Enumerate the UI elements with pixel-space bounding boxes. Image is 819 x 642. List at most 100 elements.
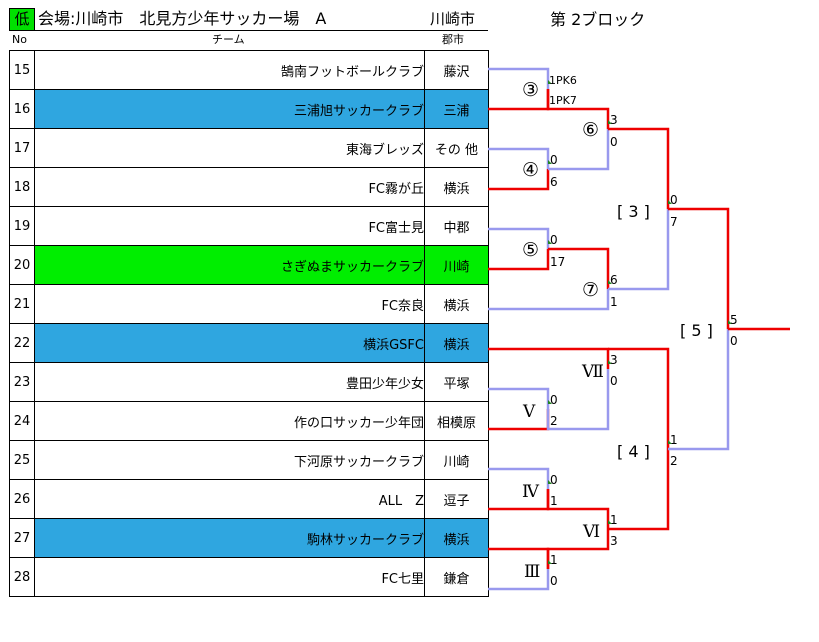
line-mVII-out <box>608 347 670 449</box>
column-header-city: 郡市 <box>442 33 464 46</box>
line-m4-out <box>548 129 610 171</box>
match-3-label: ③ <box>522 79 539 101</box>
match-IV-label: Ⅳ <box>522 482 540 502</box>
score-m7-top: 6 <box>610 273 618 287</box>
line-team20 <box>488 249 550 271</box>
score-m4-top: 0 <box>550 153 558 167</box>
score-mVI-top: 1 <box>610 513 618 527</box>
final-5-label: [ 5 ] <box>680 321 713 340</box>
line-m7-out <box>608 209 670 291</box>
mark-b5 <box>728 320 732 324</box>
mark-b3 <box>668 200 672 204</box>
category-badge: 低 <box>9 8 35 31</box>
score-mV-bottom: 2 <box>550 414 558 428</box>
team-name: FC富士見 <box>34 206 425 246</box>
mark-m3 <box>548 80 552 84</box>
score-b4-bottom: 2 <box>670 454 678 468</box>
team-name: ALL Z <box>34 479 425 519</box>
match-VI-label: Ⅵ <box>582 522 600 542</box>
team-name: さぎぬまサッカークラブ <box>34 245 425 285</box>
score-m7-bottom: 1 <box>610 295 618 309</box>
score-m3-bottom: 1PK7 <box>549 94 577 107</box>
line-team28 <box>488 569 550 591</box>
line-team18 <box>488 169 550 191</box>
mark-mVI <box>608 520 612 524</box>
team-name: FC七里 <box>34 557 425 597</box>
score-mVII-bottom: 0 <box>610 374 618 388</box>
venue-title: 会場:川崎市 北見方少年サッカー場 A <box>38 9 327 28</box>
line-m6-out <box>608 127 670 209</box>
score-mV-top: 0 <box>550 393 558 407</box>
score-mVII-top: 3 <box>610 353 618 367</box>
team-name: 東海ブレッズ <box>34 128 425 168</box>
team-city: 横浜 <box>424 167 489 207</box>
semi-3-label: [ 3 ] <box>617 202 650 221</box>
match-6-label: ⑥ <box>582 119 599 141</box>
score-m6-bottom: 0 <box>610 135 618 149</box>
score-b4-top: 1 <box>670 433 678 447</box>
line-b4-out <box>668 329 730 451</box>
team-number: 23 <box>9 362 35 402</box>
team-number: 18 <box>9 167 35 207</box>
mark-mVII <box>608 360 612 364</box>
team-city: 横浜 <box>424 284 489 324</box>
score-mIII-top: 1 <box>550 553 558 567</box>
line-mVI-out <box>608 449 670 531</box>
team-city: その 他 <box>424 128 489 168</box>
mark-b4 <box>668 440 672 444</box>
match-4-label: ④ <box>522 159 539 181</box>
mark-mIII <box>548 560 552 564</box>
score-m3-top: 1PK6 <box>549 74 577 87</box>
column-header-no: No <box>12 33 27 46</box>
team-city: 中郡 <box>424 206 489 246</box>
line-team25 <box>488 467 550 489</box>
score-mVI-bottom: 3 <box>610 534 618 548</box>
team-number: 27 <box>9 518 35 558</box>
semi-4-label: [ 4 ] <box>617 442 650 461</box>
score-b3-bottom: 7 <box>670 215 678 229</box>
line-m5-out <box>548 247 610 289</box>
line-team21 <box>488 289 610 311</box>
score-b3-top: 0 <box>670 193 678 207</box>
team-city: 相模原 <box>424 401 489 441</box>
mark-m7 <box>608 280 612 284</box>
score-b5-bottom: 0 <box>730 334 738 348</box>
mark-mV <box>548 400 552 404</box>
column-header-team: チーム <box>212 33 245 46</box>
line-mIV-out <box>546 489 610 529</box>
match-5-label: ⑤ <box>522 239 539 261</box>
mark-m6 <box>608 120 612 124</box>
mark-m5 <box>548 240 552 244</box>
mark-mIV <box>548 480 552 484</box>
match-VII-label: Ⅶ <box>581 362 604 382</box>
score-b5-top: 5 <box>730 313 738 327</box>
line-m3-out <box>546 89 610 129</box>
score-m5-top: 0 <box>550 233 558 247</box>
score-m5-bottom: 17 <box>550 255 565 269</box>
team-city: 川崎 <box>424 245 489 285</box>
team-city: 藤沢 <box>424 50 489 90</box>
score-m6-top: 3 <box>610 113 618 127</box>
team-number: 28 <box>9 557 35 597</box>
team-number: 26 <box>9 479 35 519</box>
line-team24 <box>488 409 550 431</box>
team-name: 鵠南フットボールクラブ <box>34 50 425 90</box>
team-city: 川崎 <box>424 440 489 480</box>
line-team26 <box>488 489 550 511</box>
score-mIV-top: 0 <box>550 473 558 487</box>
team-number: 22 <box>9 323 35 363</box>
team-name: 横浜GSFC <box>34 323 425 363</box>
mark-m4 <box>548 160 552 164</box>
team-city: 横浜 <box>424 323 489 363</box>
team-city: 鎌倉 <box>424 557 489 597</box>
